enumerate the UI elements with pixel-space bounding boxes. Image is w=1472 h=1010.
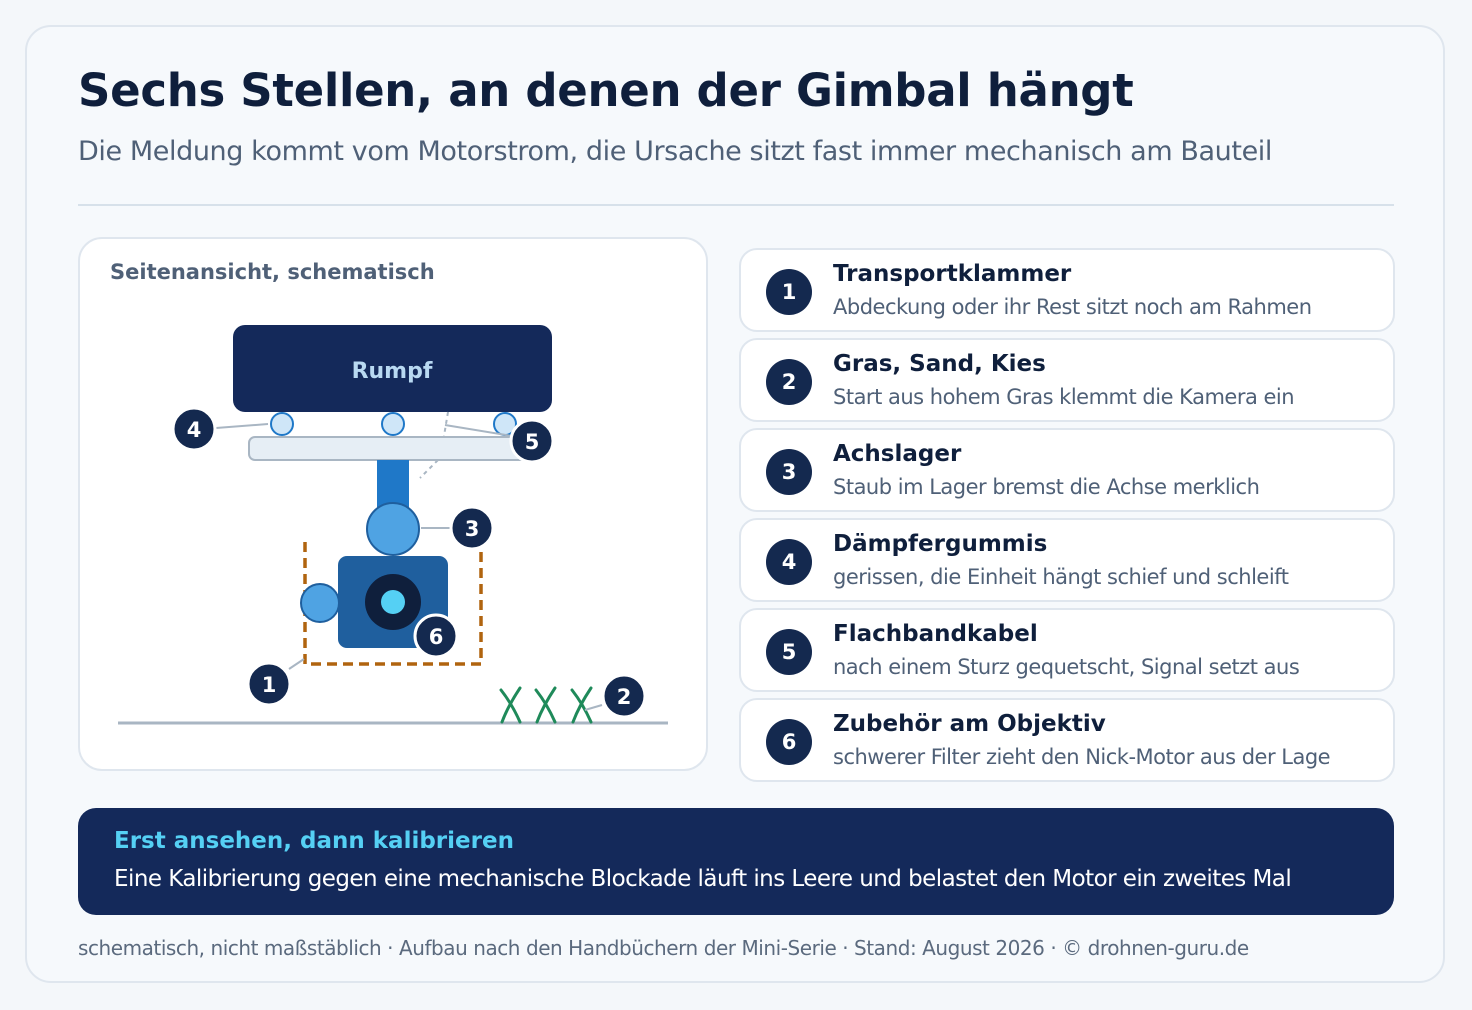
- item-desc: Staub im Lager bremst die Achse merklich: [833, 475, 1260, 499]
- marker-5: 5: [509, 418, 555, 464]
- diagram-label: Seitenansicht, schematisch: [110, 260, 435, 284]
- marker-1-label: 1: [262, 673, 277, 697]
- item-desc: nach einem Sturz gequetscht, Signal setz…: [833, 655, 1300, 679]
- list-item-3: 3 Achslager Staub im Lager bremst die Ac…: [739, 428, 1395, 512]
- list-item-1: 1 Transportklammer Abdeckung oder ihr Re…: [739, 248, 1395, 332]
- axis-motor-side: [300, 583, 340, 623]
- marker-2: 2: [601, 673, 647, 719]
- item-number: 5: [766, 629, 812, 675]
- leader-line-2: [584, 704, 603, 711]
- fuselage: [233, 325, 552, 412]
- transport-clamp: [303, 542, 483, 666]
- marker-3-label: 3: [465, 517, 480, 541]
- item-title: Achslager: [833, 441, 962, 467]
- banner-title: Erst ansehen, dann kalibrieren: [114, 828, 514, 854]
- gimbal-plate: [248, 436, 536, 461]
- list-item-2: 2 Gras, Sand, Kies Start aus hohem Gras …: [739, 338, 1395, 422]
- item-number: 3: [766, 449, 812, 495]
- banner-text: Eine Kalibrierung gegen eine mechanische…: [114, 866, 1292, 892]
- marker-4-label: 4: [187, 418, 202, 442]
- axis-bearing: [366, 502, 420, 556]
- page-title: Sechs Stellen, an denen der Gimbal hängt: [78, 64, 1134, 117]
- marker-1: 1: [246, 661, 292, 707]
- list-item-6: 6 Zubehör am Objektiv schwerer Filter zi…: [739, 698, 1395, 782]
- marker-2-label: 2: [617, 685, 632, 709]
- list-item-4: 4 Dämpfergummis gerissen, die Einheit hä…: [739, 518, 1395, 602]
- page-subtitle: Die Meldung kommt vom Motorstrom, die Ur…: [78, 136, 1272, 167]
- item-title: Flachbandkabel: [833, 621, 1038, 647]
- item-title: Zubehör am Objektiv: [833, 711, 1106, 737]
- marker-4: 4: [171, 406, 217, 452]
- item-title: Transportklammer: [833, 261, 1072, 287]
- marker-6-label: 6: [429, 625, 444, 649]
- item-number: 4: [766, 539, 812, 585]
- lens-inner: [381, 590, 405, 614]
- damper-left: [270, 412, 294, 436]
- item-title: Dämpfergummis: [833, 531, 1048, 557]
- grass-icon: [499, 686, 593, 724]
- item-number: 6: [766, 719, 812, 765]
- list-item-5: 5 Flachbandkabel nach einem Sturz gequet…: [739, 608, 1395, 692]
- item-desc: gerissen, die Einheit hängt schief und s…: [833, 565, 1289, 589]
- divider: [78, 204, 1394, 206]
- fuselage-label: Rumpf: [352, 359, 433, 384]
- leader-line-1: [288, 658, 305, 670]
- item-desc: schwerer Filter zieht den Nick-Motor aus…: [833, 745, 1331, 769]
- item-number: 1: [766, 269, 812, 315]
- footer-note: schematisch, nicht maßstäblich · Aufbau …: [78, 936, 1249, 960]
- marker-3: 3: [449, 505, 495, 551]
- item-desc: Start aus hohem Gras klemmt die Kamera e…: [833, 385, 1295, 409]
- info-banner: Erst ansehen, dann kalibrieren Eine Kali…: [78, 808, 1394, 915]
- item-desc: Abdeckung oder ihr Rest sitzt noch am Ra…: [833, 295, 1312, 319]
- marker-5-label: 5: [525, 430, 540, 454]
- item-number: 2: [766, 359, 812, 405]
- leader-line-4: [215, 423, 269, 429]
- damper-center: [381, 412, 405, 436]
- item-title: Gras, Sand, Kies: [833, 351, 1046, 377]
- marker-6: 6: [413, 613, 459, 659]
- leader-line-5: [444, 424, 513, 437]
- gimbal-arm: [377, 460, 409, 510]
